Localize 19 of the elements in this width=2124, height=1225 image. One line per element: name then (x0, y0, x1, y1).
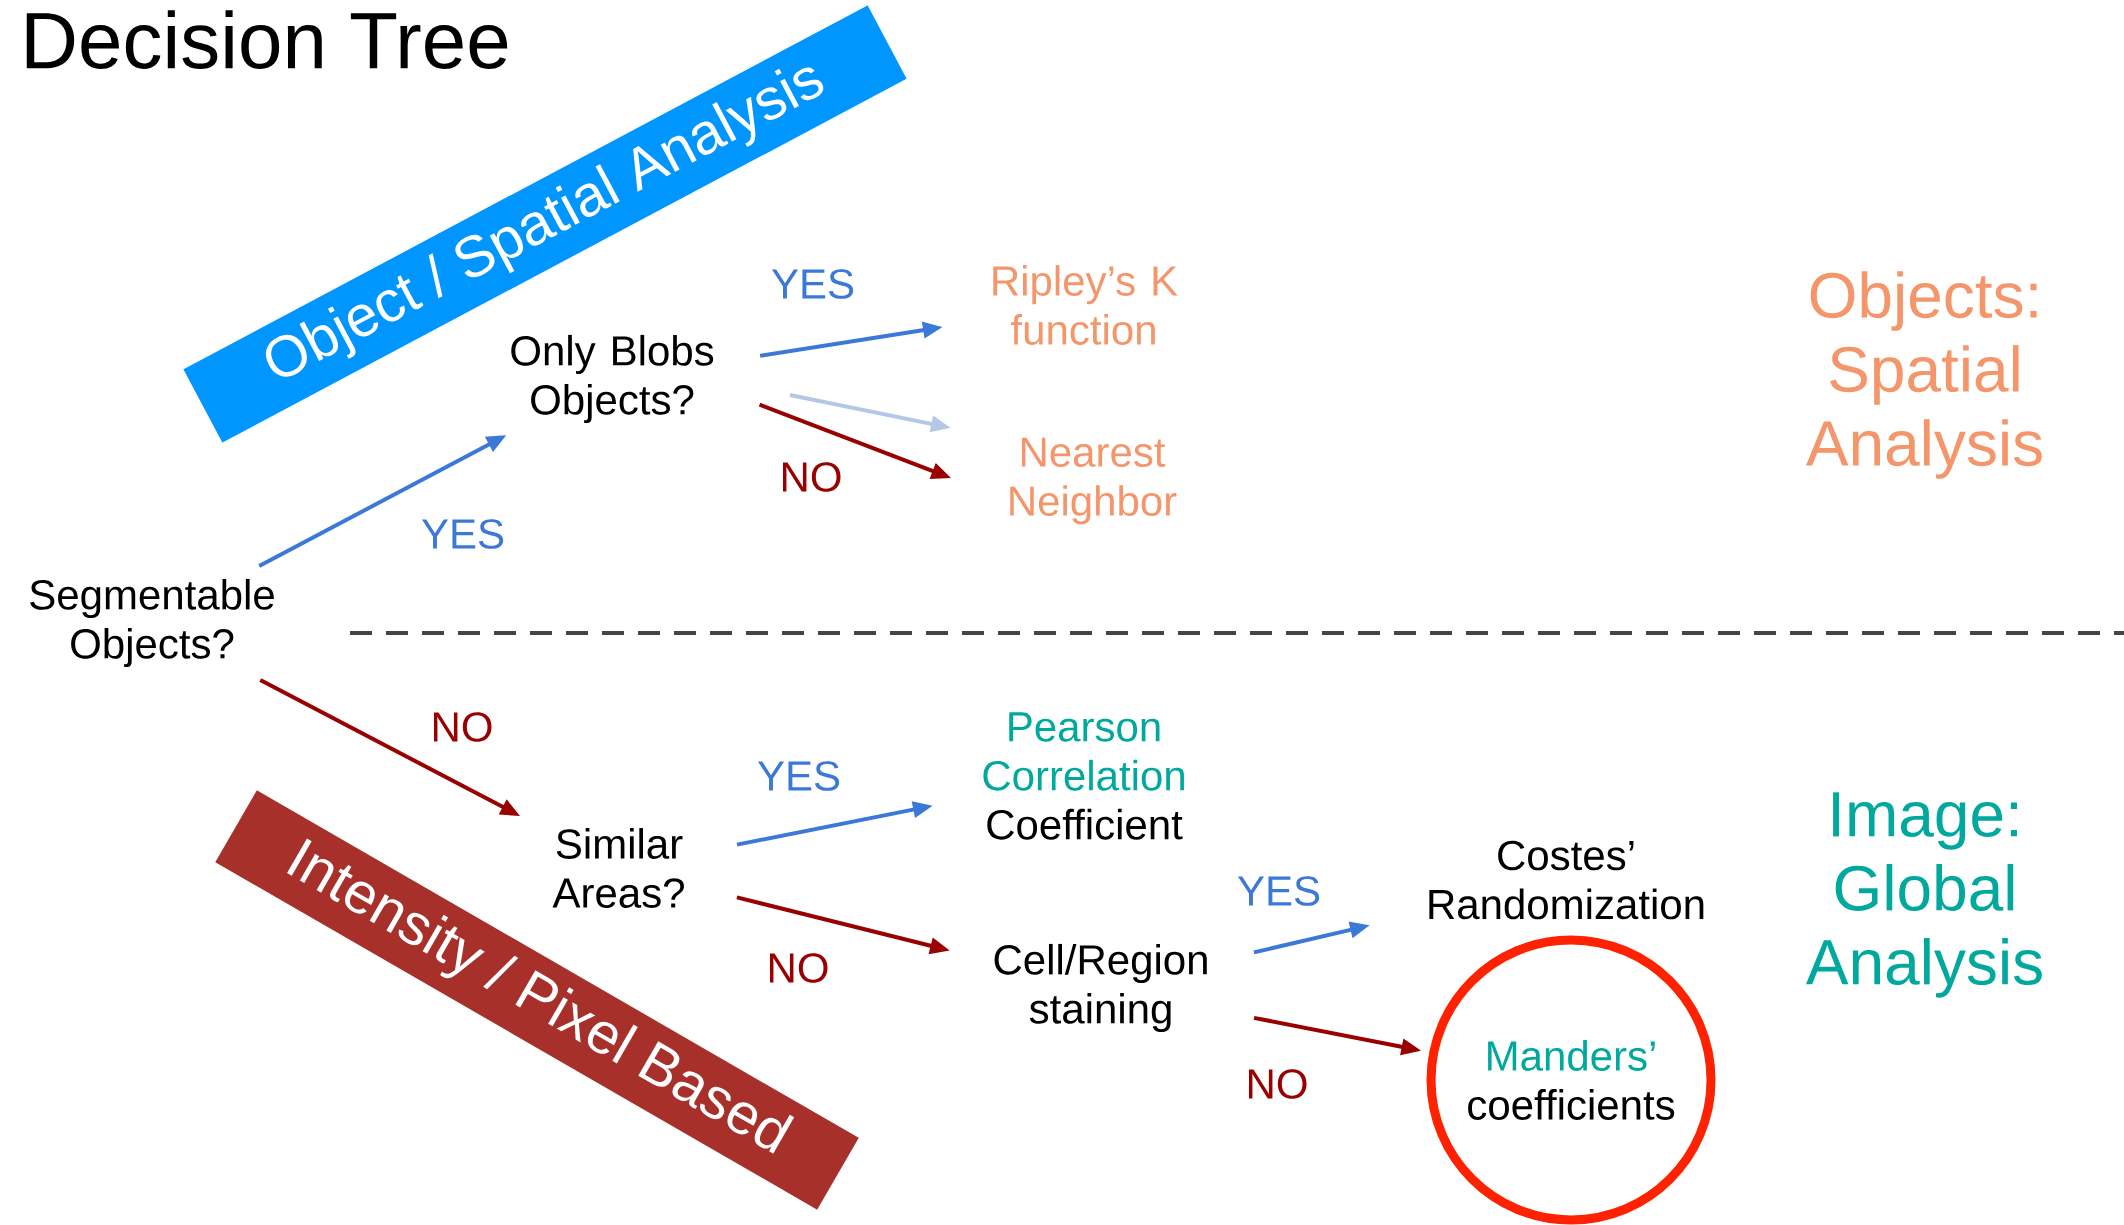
question-text: Cell/Region staining (994, 943, 1207, 1033)
edge-label: NO (777, 460, 845, 494)
edge-label: YES (419, 517, 508, 551)
section-label: Image: Global Analysis (1806, 792, 2042, 998)
edge-label: NO (1243, 1067, 1311, 1101)
question-text: Segmentable Objects? (30, 578, 274, 668)
question-text: Costes’ Randomization (1429, 840, 1704, 920)
section-label: Objects: Spatial Analysis (1806, 271, 2042, 479)
title: Decision Tree (26, 10, 508, 69)
edge-label: YES (769, 267, 858, 301)
question-text: Pearson Correlation Coefficient (983, 712, 1184, 840)
edge-label: YES (755, 759, 844, 793)
edge-label: NO (764, 951, 832, 985)
edge-label: NO (428, 710, 496, 744)
edge-label: YES (1235, 874, 1324, 908)
question-text: Nearest Neighbor (1010, 437, 1177, 525)
question-text: Only Blobs Objects? (511, 334, 714, 424)
question-text: Similar Areas? (552, 828, 684, 908)
question-text: Ripley’s K function (993, 265, 1178, 345)
